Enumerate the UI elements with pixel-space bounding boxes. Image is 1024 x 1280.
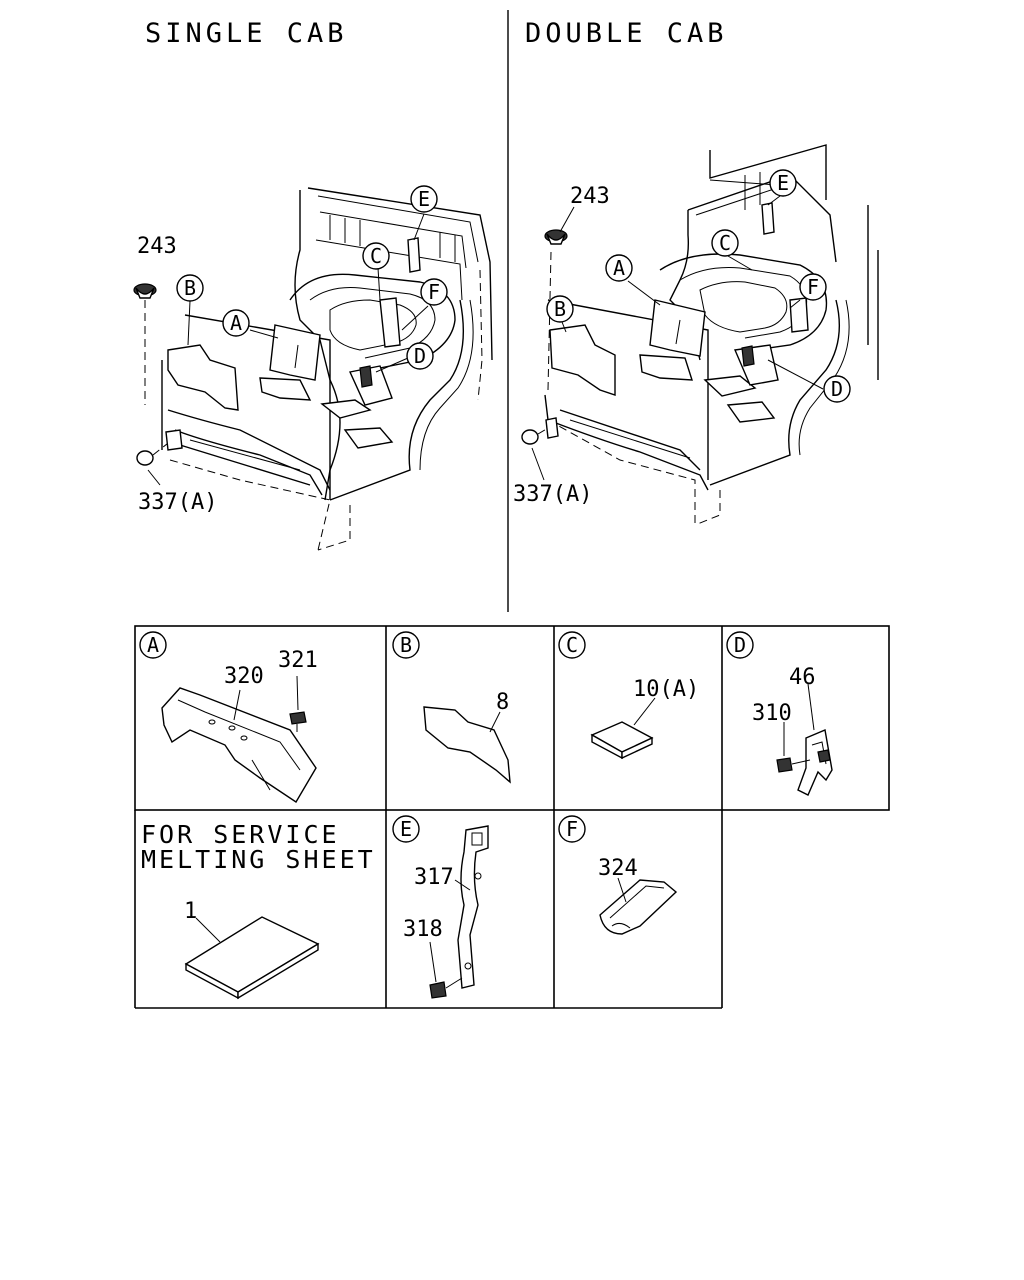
label-243-dc: 243 [570,184,610,209]
single-cab-callouts: B A C E F D 243 337(A) [137,185,448,515]
callout-e: E [418,187,430,211]
detail-cell-c: C 10(A) [558,631,699,760]
cell-d-callout: D [734,633,746,657]
label-8: 8 [496,690,509,715]
detail-cell-f: F 324 [558,815,678,935]
callout-c: C [370,244,382,268]
label-318: 318 [403,917,443,942]
cell-a-callout: A [147,633,159,657]
callout-a-dc: A [613,256,625,280]
callout-d-dc: D [831,377,843,401]
label-46: 46 [789,665,816,690]
callout-d: D [414,344,426,368]
label-1: 1 [184,899,197,924]
label-320: 320 [224,664,264,689]
cell-b-callout: B [400,633,412,657]
service-line-1: FOR SERVICE [141,820,340,849]
label-321: 321 [278,648,318,673]
cell-e-callout: E [400,817,412,841]
label-337a: 337(A) [138,490,217,515]
detail-cell-a: A 320 321 [139,631,318,803]
service-line-2: MELTING SHEET [141,845,376,874]
detail-cell-d: D 46 310 [726,631,833,796]
label-10a: 10(A) [633,677,699,702]
label-243: 243 [137,234,177,259]
detail-grid [134,625,890,1009]
single-cab-title: SINGLE CAB [145,18,348,49]
cell-c-callout: C [566,633,578,657]
detail-cell-e: E 317 318 [392,815,489,999]
label-317: 317 [414,865,454,890]
service-cell: FOR SERVICE MELTING SHEET 1 [141,820,376,1000]
callout-f-dc: F [807,275,819,299]
double-cab-title: DOUBLE CAB [525,18,728,49]
callout-f: F [428,280,440,304]
label-310: 310 [752,701,792,726]
double-cab-drawing [521,144,879,526]
callout-c-dc: C [719,231,731,255]
label-324: 324 [598,856,638,881]
callout-e-dc: E [777,171,789,195]
detail-cell-b: B 8 [392,631,511,784]
double-cab-callouts: B A C E F D 243 337(A) [513,169,851,507]
cell-f-callout: F [566,817,578,841]
label-337a-dc: 337(A) [513,482,592,507]
callout-b-dc: B [554,297,566,321]
callout-a: A [230,311,242,335]
callout-b: B [184,276,196,300]
